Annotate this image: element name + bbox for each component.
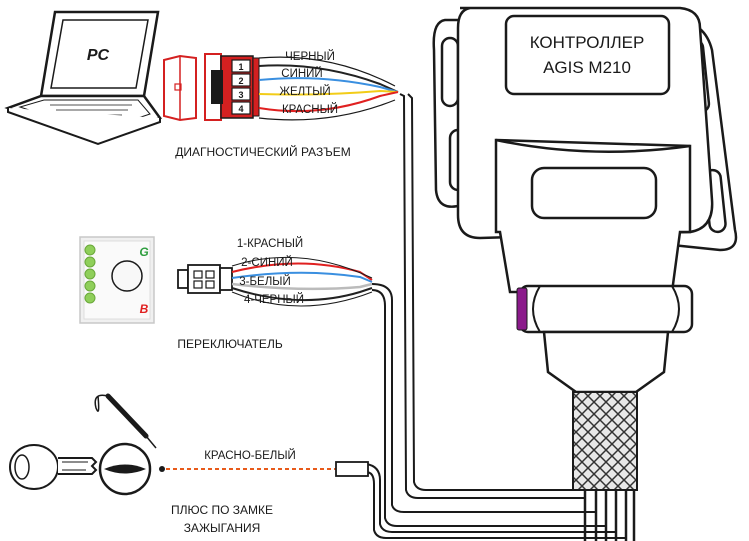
switch-panel-icon: G B: [79, 236, 155, 324]
switch-letter-petrol: B: [140, 302, 149, 316]
diag-wire-black: [258, 64, 399, 93]
ignition-assembly: КРАСНО-БЕЛЫЙ ПЛЮС ПО ЗАМКЕ ЗАЖЫГАНИЯ: [9, 393, 369, 535]
diag-wire-label-black: ЧЕРНЫЙ: [285, 50, 335, 63]
controller-title-line1: КОНТРОЛЛЕР: [530, 33, 645, 52]
laptop-icon: PC: [4, 10, 162, 146]
switch-wire-label-4: 4-ЧЕРНЫЙ: [244, 293, 304, 306]
diag-pin-1: 1: [238, 62, 243, 72]
connector-plug-icon: 1 2 3 4: [163, 53, 260, 122]
switch-wire-label-1: 1-КРАСНЫЙ: [237, 237, 303, 250]
switch-assembly: G B 1-КРАСНЫЙ 2-СИНИЙ 3-БЕЛЫЙ 4-ЧЕРНЫЙ П…: [79, 236, 373, 351]
diag-wire-label-blue: СИНИЙ: [281, 67, 322, 80]
controller-title-line2: AGIS M210: [543, 58, 631, 77]
diag-wire-label-red: КРАСНЫЙ: [282, 103, 338, 116]
switch-wire-label-2: 2-СИНИЙ: [241, 256, 293, 269]
ignition-label-line1: ПЛЮС ПО ЗАМКЕ: [171, 503, 273, 517]
switch-wire-label-3: 3-БЕЛЫЙ: [239, 275, 290, 288]
controller-label-plate: [504, 14, 671, 96]
switch-label: ПЕРЕКЛЮЧАТЕЛЬ: [177, 337, 283, 351]
diag-wire-red: [258, 91, 399, 113]
diagnostic-connector-label: ДИАГНОСТИЧЕСКИЙ РАЗЪЕМ: [175, 144, 351, 159]
switch-plug: [177, 264, 233, 294]
controller-unit: КОНТРОЛЛЕР AGIS M210: [432, 6, 738, 541]
switch-led-4: [84, 280, 96, 292]
diagnostic-connector: 1 2 3 4 ЧЕРНЫЙ СИНИЙ ЖЕЛТЫЙ КРАСНЫЙ ДИАГ…: [163, 50, 399, 159]
switch-wire-blue: [231, 271, 373, 283]
harness-wires: [365, 93, 626, 539]
controller-window: [530, 166, 658, 220]
switch-led-1: [84, 244, 96, 256]
diag-pin-4: 4: [238, 104, 243, 114]
diag-pin-2: 2: [238, 76, 243, 86]
mount-slot-top-left: [440, 36, 460, 108]
switch-button[interactable]: [111, 260, 143, 292]
switch-letter-gas: G: [139, 245, 148, 259]
switch-wire-white: [231, 282, 373, 291]
diag-wire-label-yellow: ЖЕЛТЫЙ: [279, 85, 330, 98]
ignition-wire-label: КРАСНО-БЕЛЫЙ: [204, 449, 296, 462]
diag-pin-3: 3: [238, 90, 243, 100]
ignition-lock-icon: [98, 442, 152, 496]
switch-led-2: [84, 256, 96, 268]
ignition-label-line2: ЗАЖЫГАНИЯ: [184, 521, 261, 535]
ignition-wire-sleeve: [335, 461, 369, 477]
diag-wire-blue: [258, 77, 399, 93]
braided-harness: [572, 391, 638, 491]
switch-wire-black: [231, 287, 373, 302]
laptop-screen-text: PC: [87, 47, 110, 64]
test-probe-icon: [94, 393, 157, 449]
grommet-clip: [516, 287, 528, 331]
key-icon: [9, 444, 98, 490]
switch-led-3: [84, 268, 96, 280]
diag-wire-yellow: [258, 89, 399, 96]
switch-led-5: [84, 292, 96, 304]
